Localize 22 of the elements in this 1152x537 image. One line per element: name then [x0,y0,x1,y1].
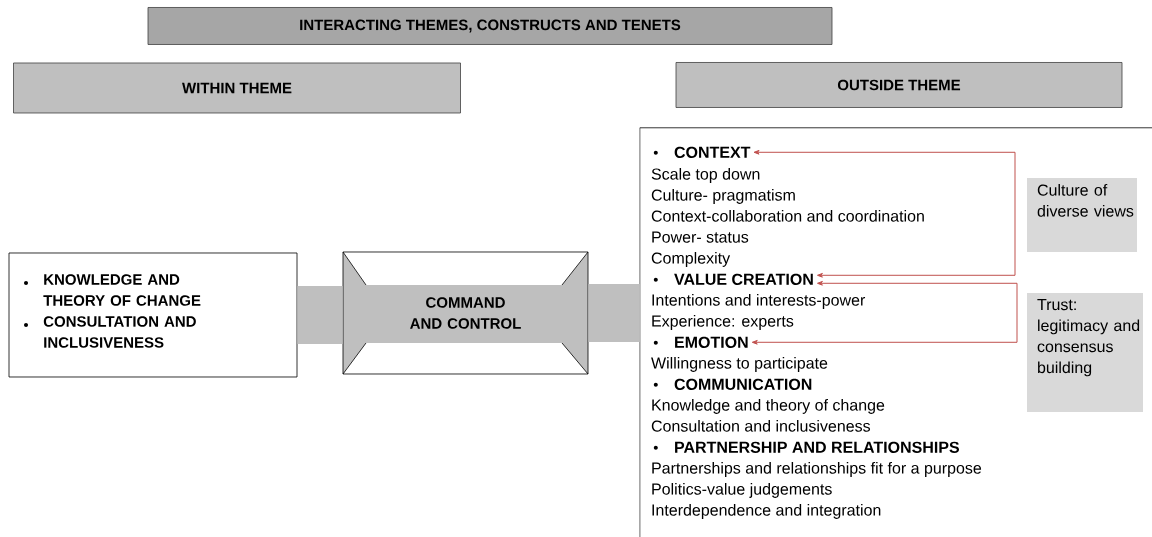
bullet-heading: EMOTION [653,336,748,348]
bullet-heading: VALUE CREATION [653,273,813,285]
header-box: WITHIN THEME [13,62,461,114]
text-list: Partnerships and relationships fit for a purpose Politics-value judgements Interdependence and integration [652,462,982,519]
note-box: Trust: legitimacy and consensus building [1027,293,1143,412]
bullet-heading: COMMUNICATION [653,378,812,390]
connector-band [588,284,640,342]
text-list: Scale top down Culture- pragmatism Context-collaboration and coordination Power- status Complexity [651,168,924,267]
text-list: Intentions and interests-power Experience: experts [652,294,866,330]
bracket-arrow [751,280,1018,345]
title-bar: INTERACTING THEMES, CONSTRUCTS AND TENETS [147,7,833,45]
text-list: Willingness to participate [651,357,828,372]
bullet-item: KNOWLEDGE AND THEORY OF CHANGE [24,274,201,306]
connector-band [297,286,343,344]
text-box [8,252,298,378]
note-box: Culture of diverse views [1027,178,1137,252]
text-list: Knowledge and theory of change Consultation and inclusiveness [651,399,885,432]
header-box: OUTSIDE THEME [675,62,1123,108]
bullet-heading: PARTNERSHIP AND RELATIONSHIPS [653,441,959,453]
bullet-item: CONSULTATION AND INCLUSIVENESS [24,316,196,348]
bracket-arrow [753,149,1016,278]
bullet-heading: CONTEXT [653,146,751,158]
